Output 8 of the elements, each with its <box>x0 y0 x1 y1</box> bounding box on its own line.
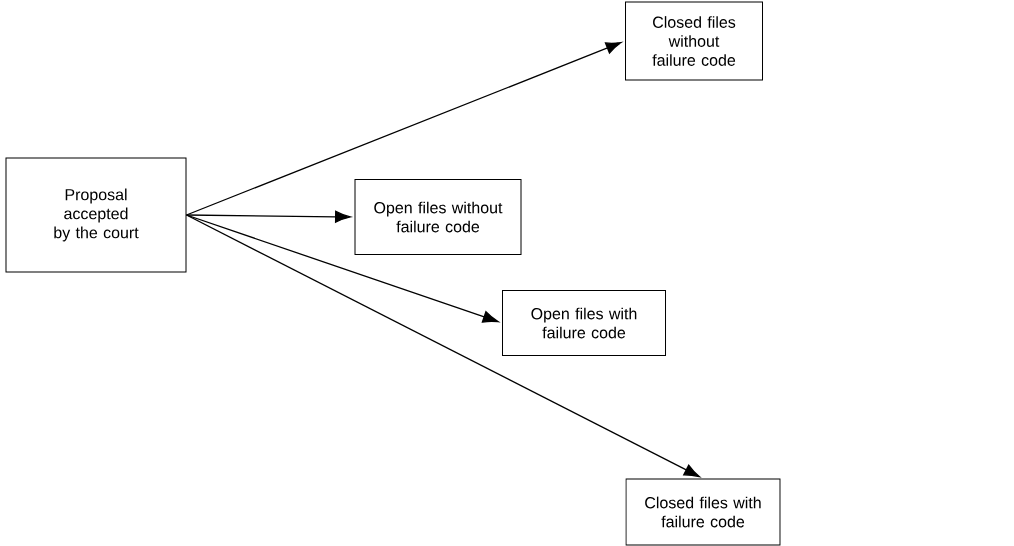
arrow <box>185 214 700 478</box>
process-box: Closed files with failure code <box>625 478 781 546</box>
arrow <box>185 210 351 223</box>
arrow <box>185 41 622 216</box>
process-box: Open files with failure code <box>502 290 666 356</box>
process-box: Closed files without failure code <box>625 1 763 81</box>
process-box: Open files without failure code <box>354 179 522 255</box>
process-box: Proposal accepted by the court <box>5 157 187 273</box>
